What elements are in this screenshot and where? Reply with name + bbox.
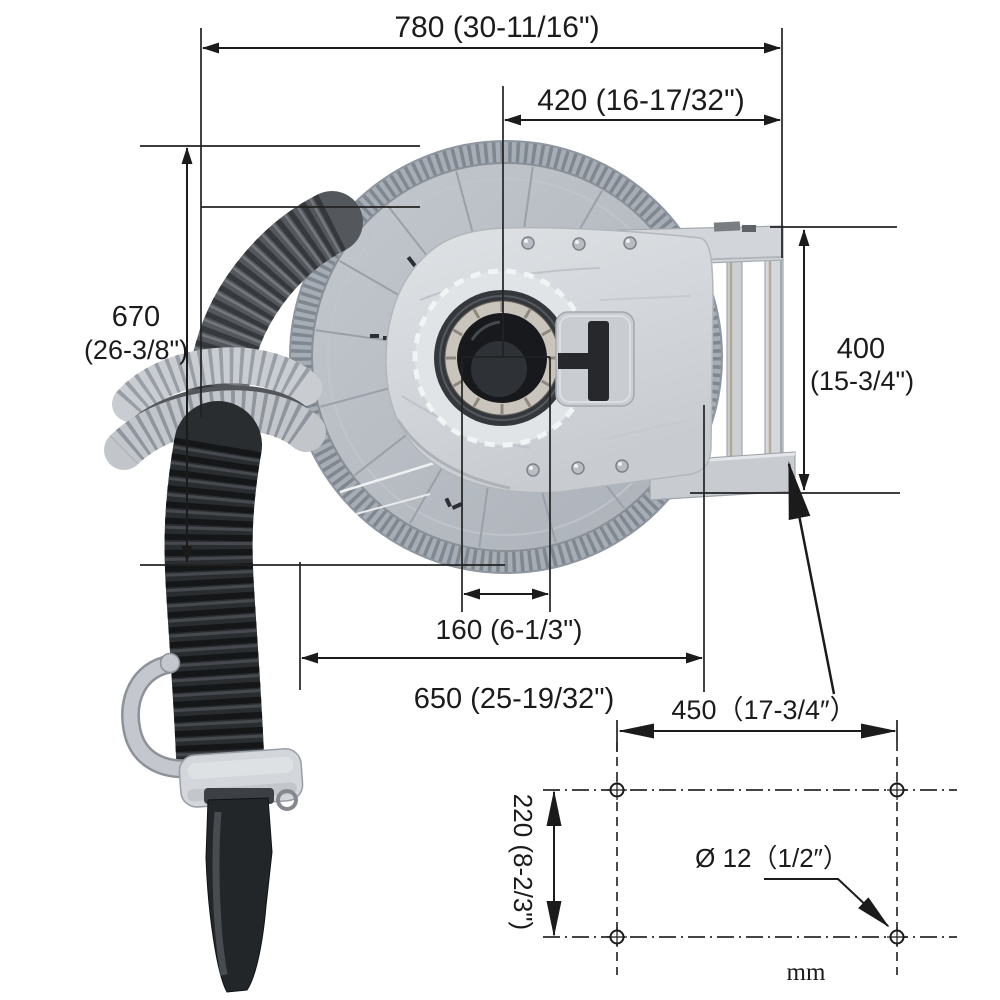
hole-dia-label: Ø 12（1/2″）: [695, 843, 849, 873]
bracket-leader-arrow: [787, 461, 836, 695]
reel-photo: [104, 140, 796, 993]
dim-220-label: 220 (8-2/3"): [508, 794, 538, 930]
dim-670-label-in: (26-3/8"): [84, 335, 188, 365]
dimension-lines: [181, 42, 897, 937]
collar-ring: [276, 789, 298, 811]
mounting-hole-pattern: [543, 742, 957, 975]
unit-note: mm: [787, 959, 826, 986]
dim-400-label-mm: 400: [837, 333, 885, 365]
nozzle: [204, 788, 274, 993]
extension-lines: [140, 28, 900, 752]
hole-dia-leader-arrow: [764, 878, 890, 928]
hose-outlet-rings: [412, 268, 592, 448]
dim-650-label: 650 (25-19/32"): [414, 683, 615, 715]
latch-handle: [555, 311, 635, 407]
mounting-holes: [607, 780, 907, 947]
dim-420-label: 420 (16-17/32"): [537, 84, 744, 117]
hanger-hook: [121, 652, 204, 779]
dim-450-label: 450（17-3/4″）: [671, 695, 856, 725]
dim-670-label-mm: 670: [112, 301, 160, 333]
dim-400-label-in: (15-3/4"): [810, 366, 914, 396]
hose-assembly: [104, 191, 363, 993]
dim-780-label: 780 (30-11/16"): [394, 11, 599, 44]
dim-160-label: 160 (6-1/3"): [436, 614, 583, 645]
